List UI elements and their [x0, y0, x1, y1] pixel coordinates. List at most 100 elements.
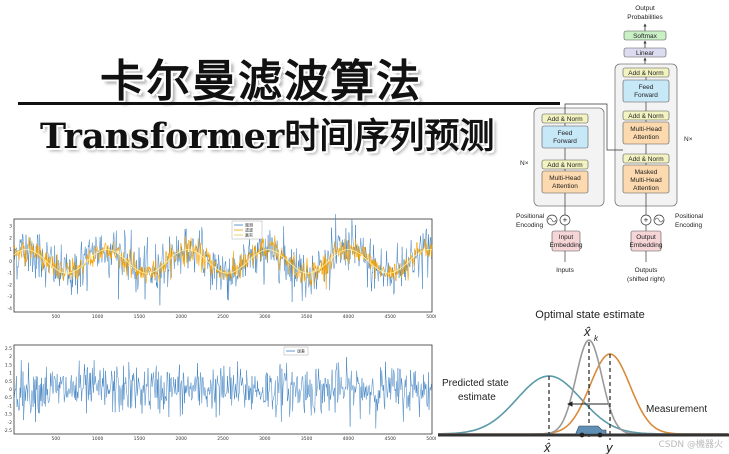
main-title: 卡尔曼滤波算法 — [100, 56, 422, 107]
encoder-ff-label-2: Forward — [553, 138, 577, 145]
bottom-plot-y-ticks: 2.521.510.50-0.5-1-1.5-2-2.5 — [4, 346, 12, 434]
subtitle: Transformer时间序列预测 — [40, 116, 495, 157]
y-tick: 2 — [9, 235, 12, 241]
y-tick: -4 — [8, 306, 13, 312]
decoder-plus-glyph: + — [644, 216, 649, 225]
y-tick: -3 — [8, 294, 13, 300]
output-probabilities-label-2: Probabilities — [627, 14, 663, 21]
legend-filtered: 滤波 — [245, 227, 253, 233]
y-tick: 0 — [9, 259, 12, 265]
decoder-nx-label: N× — [684, 136, 693, 143]
x-tick: 1500 — [134, 314, 146, 320]
y-tick: 2 — [9, 354, 12, 360]
legend-truth: 真实 — [245, 232, 253, 238]
car-icon — [575, 425, 607, 438]
input-embedding-block — [551, 230, 581, 252]
bottom-plot-legend: 误差 — [283, 346, 309, 356]
encoder-plus-glyph: + — [563, 216, 568, 225]
input-embedding-label-2: Embedding — [550, 242, 583, 249]
y-tick: -2.5 — [4, 428, 12, 434]
decoder-mha-label-1: Multi-Head — [630, 126, 662, 133]
decoder-mha-label-2: Attention — [633, 134, 659, 141]
linear-block — [623, 47, 667, 58]
top-plot-x-ticks: 500100015002000250030003500400045005000 — [52, 314, 436, 320]
decoder-add-norm-3-label: Add & Norm — [628, 70, 663, 77]
kalman-filter-diagram: Optimal state estimate x̂ k Predicted st… — [438, 309, 729, 454]
output-embedding-label-2: Embedding — [630, 242, 663, 249]
x-tick: 3500 — [301, 314, 313, 320]
top-plot-series — [13, 214, 433, 306]
x-hat-k-label: x̂ — [583, 324, 591, 339]
y-tick: 1.5 — [5, 362, 12, 368]
x-tick: 5000 — [426, 436, 436, 442]
legend-error: 误差 — [297, 348, 305, 354]
y-tick: -1 — [8, 403, 13, 409]
title-divider — [18, 102, 560, 105]
predicted-label-2: estimate — [458, 392, 496, 403]
x-tick: 2500 — [217, 436, 229, 442]
x-tick: 1000 — [92, 314, 104, 320]
inputs-label: Inputs — [556, 267, 574, 274]
y-tick: 0.5 — [5, 379, 12, 385]
encoder-positional-label-1: Positional — [516, 213, 545, 220]
outputs-label-1: Outputs — [635, 267, 659, 274]
y-tick: 2.5 — [5, 346, 12, 352]
x-tick: 2500 — [217, 314, 229, 320]
softmax-label: Softmax — [633, 33, 658, 40]
decoder-positional-label-2: Encoding — [675, 222, 702, 229]
decoder-masked-label-1: Masked — [635, 169, 658, 176]
x-tick: 5000 — [426, 314, 436, 320]
output-probabilities-label-1: Output — [635, 5, 655, 12]
measurement-label: Measurement — [646, 404, 707, 415]
y-tick: -2 — [8, 282, 13, 288]
legend-observed: 观测 — [245, 222, 253, 228]
x-hat-k-subscript: k — [594, 334, 599, 343]
bottom-plot-x-ticks: 500100015002000250030003500400045005000 — [52, 436, 436, 442]
x-tick: 1500 — [134, 436, 146, 442]
optimal-estimate-label: Optimal state estimate — [535, 309, 644, 321]
decoder-masked-label-2: Multi-Head — [630, 177, 662, 184]
decoder-add-norm-1-label: Add & Norm — [628, 156, 663, 163]
x-tick: 500 — [52, 314, 61, 320]
predicted-label-1: Predicted state — [442, 378, 509, 389]
error-series — [13, 357, 433, 429]
x-tick: 4500 — [384, 314, 396, 320]
top-plot-y-ticks: 3 2 1 0 -1 -2 -3 -4 — [8, 224, 13, 312]
x-tick: 3000 — [259, 314, 271, 320]
output-embedding-label-1: Output — [636, 234, 656, 241]
x-tick: 2000 — [175, 436, 187, 442]
softmax-block — [623, 30, 667, 41]
x-tick: 3000 — [259, 436, 271, 442]
encoder-mha-label-2: Attention — [552, 183, 578, 190]
decoder-positional-label-1: Positional — [675, 213, 704, 220]
x-tick: 3500 — [301, 436, 313, 442]
x-hat-prior-label: x̂ — [543, 440, 551, 454]
encoder-add-norm-2-label: Add & Norm — [547, 116, 582, 123]
y-tick: 3 — [9, 224, 12, 230]
watermark: CSDN @機器火 — [658, 440, 723, 450]
decoder-add-norm-2-label: Add & Norm — [628, 113, 663, 120]
transformer-diagram: Output Probabilities Softmax Linear Add … — [516, 5, 704, 283]
decoder-ff-label-2: Forward — [634, 92, 658, 99]
y-tick: -1 — [8, 271, 13, 277]
encoder-nx-label: N× — [520, 160, 529, 167]
truth-series — [13, 249, 433, 274]
bottom-plot-series — [13, 357, 433, 429]
y-tick: -2 — [8, 420, 13, 426]
decoder-masked-label-3: Attention — [633, 185, 659, 192]
y-tick: 0 — [9, 387, 12, 393]
y-tick: 1 — [9, 247, 12, 253]
x-tick: 4500 — [384, 436, 396, 442]
linear-label: Linear — [636, 50, 655, 57]
encoder-ff-label-1: Feed — [558, 130, 573, 137]
decoder-ff-label-1: Feed — [639, 84, 654, 91]
y-tick: -0.5 — [4, 395, 12, 401]
top-plot-legend: 观测 滤波 真实 — [231, 220, 263, 240]
x-tick: 4000 — [343, 436, 355, 442]
measurement-y-label: y — [605, 440, 614, 454]
x-tick: 500 — [52, 436, 61, 442]
x-tick: 4000 — [343, 314, 355, 320]
encoder-add-norm-1-label: Add & Norm — [547, 162, 582, 169]
